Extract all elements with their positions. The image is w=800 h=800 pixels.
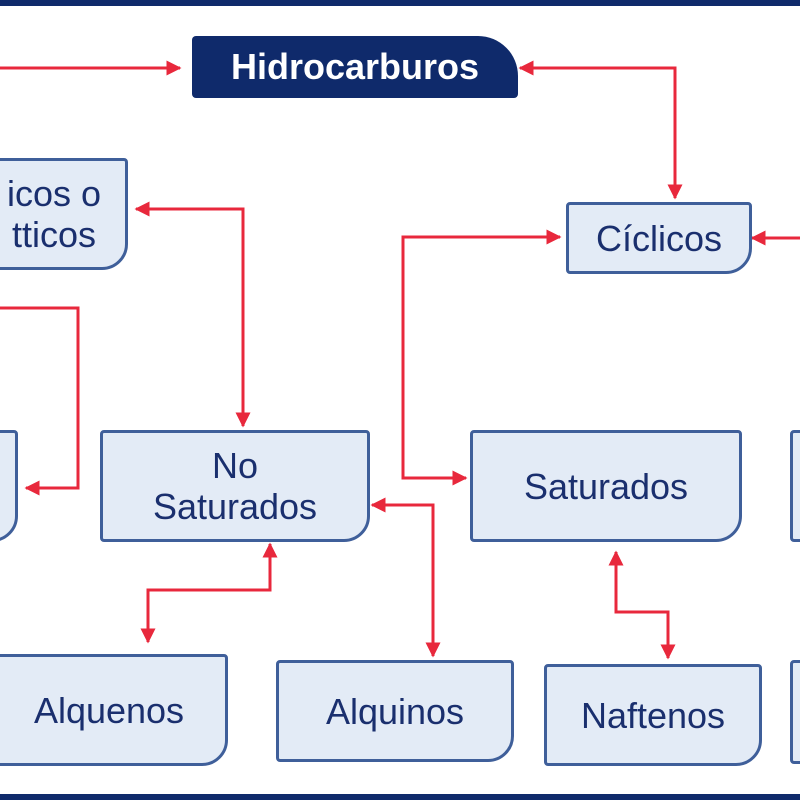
arrow-ciclicos-saturados: [401, 229, 562, 486]
node-right-partial: [790, 430, 800, 542]
node-alquinos: Alquinos: [276, 660, 514, 762]
arrow-nosaturados-alquinos: [370, 497, 441, 658]
arrow-saturados-naftenos: [608, 550, 676, 660]
node-right-bottom-partial: [790, 660, 800, 764]
node-saturados: Saturados: [470, 430, 742, 542]
node-naftenos: Naftenos: [544, 664, 762, 766]
arrow-hidrocarburos-ciclicos: [518, 60, 683, 200]
arrow-to-left-partial: [0, 306, 80, 496]
arrow-nosaturados-alquenos: [140, 542, 278, 644]
hidrocarburos-title: Hidrocarburos: [192, 36, 518, 98]
node-aliphatic-partial: icos o tticos: [0, 158, 128, 270]
node-alquenos: Alquenos: [0, 654, 228, 766]
node-left-partial: [0, 430, 18, 542]
node-ciclicos: Cíclicos: [566, 202, 752, 274]
node-no-saturados: No Saturados: [100, 430, 370, 542]
arrow-aliphatic-nosaturados: [134, 201, 251, 428]
